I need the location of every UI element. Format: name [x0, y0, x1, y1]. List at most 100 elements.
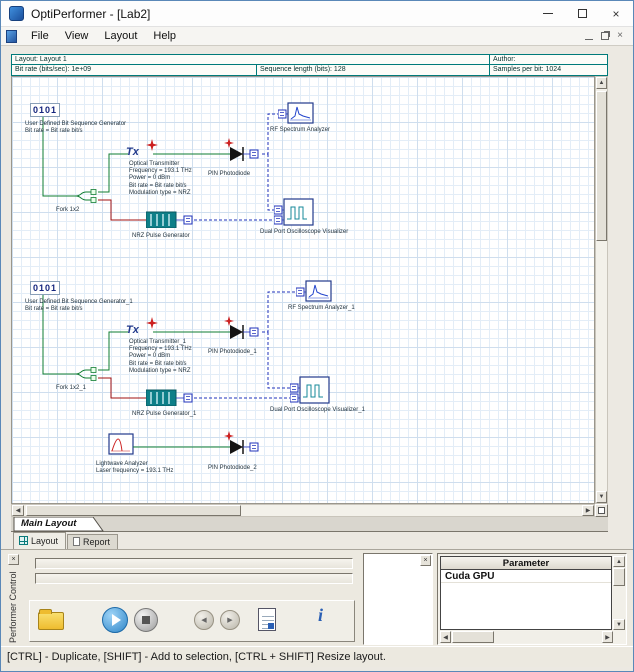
param-vertical-thumb[interactable] — [613, 568, 625, 586]
tab-report[interactable]: Report — [67, 534, 119, 549]
close-button[interactable]: × — [612, 6, 620, 21]
menu-help[interactable]: Help — [153, 30, 177, 42]
mdi-close-button[interactable]: × — [617, 30, 623, 41]
param-scroll-down-button[interactable]: ▼ — [613, 619, 625, 630]
parameter-header: Parameter — [441, 557, 611, 570]
nrz-pulse-generator-1-icon[interactable] — [145, 388, 196, 411]
minimize-button[interactable] — [531, 3, 565, 25]
lightwave-analyzer-icon[interactable] — [108, 433, 139, 462]
bit-sequence-generator-1-icon[interactable]: 0101 — [30, 278, 61, 296]
component-label: Fork 1x2 — [56, 207, 80, 213]
parameter-table: Parameter Cuda GPU — [440, 556, 612, 630]
component-label: Dual Port Oscilloscope Visualizer_1 — [270, 407, 365, 413]
play-button[interactable] — [102, 607, 128, 633]
navigator-page-icon — [598, 507, 605, 514]
next-button[interactable]: ▶ — [220, 610, 240, 630]
pin-photodiode-2-icon[interactable] — [215, 430, 262, 466]
next-icon: ▶ — [220, 610, 240, 630]
sequence-length-cell: Sequence length (bits): 128 — [257, 65, 490, 75]
menu-file[interactable]: File — [31, 30, 49, 42]
rf-spectrum-analyzer-1-icon[interactable] — [295, 280, 332, 307]
mdi-minimize-icon — [585, 39, 594, 40]
performer-control-strip: × Performer Control — [7, 553, 23, 645]
layout-grid-icon — [19, 536, 28, 545]
tab-layout[interactable]: Layout — [13, 532, 67, 549]
stop-button[interactable] — [134, 608, 158, 632]
param-horizontal-thumb[interactable] — [452, 631, 494, 643]
nrz-pulse-generator-icon[interactable] — [145, 210, 196, 233]
pin-photodiode-1-icon[interactable] — [215, 315, 262, 351]
previous-button[interactable]: ◀ — [194, 610, 214, 630]
rf-spectrum-analyzer-icon[interactable] — [277, 102, 314, 129]
document-icon — [6, 29, 17, 43]
preview-close-button[interactable]: × — [420, 555, 431, 566]
stop-icon — [134, 608, 158, 632]
scroll-left-button[interactable]: ◀ — [12, 505, 24, 516]
component-label: RF Spectrum Analyzer_1 — [288, 305, 355, 311]
report-button[interactable] — [258, 608, 276, 631]
schematic-canvas[interactable]: 0101 Tx 0101 Tx User Defined Bit Sequenc… — [11, 76, 595, 504]
panel-close-button[interactable]: × — [8, 554, 19, 565]
optical-transmitter-1-icon[interactable]: Tx — [124, 317, 158, 341]
bit-sequence-generator-icon[interactable]: 0101 — [30, 100, 61, 118]
sheet-tab-shape — [13, 517, 104, 532]
layout-navigator-button[interactable] — [595, 504, 608, 517]
progress-bar-current — [35, 573, 353, 584]
samples-per-bit-cell: Samples per bit: 1024 — [493, 66, 562, 73]
status-bar: [CTRL] - Duplicate, [SHIFT] - Add to sel… — [1, 646, 633, 667]
scroll-right-button[interactable]: ▶ — [582, 505, 594, 516]
component-label: PIN Photodiode — [208, 171, 251, 177]
mdi-restore-button[interactable] — [601, 27, 610, 45]
laser-star-icon — [146, 139, 158, 151]
pin-photodiode-icon[interactable] — [215, 137, 262, 173]
laser-star-icon — [146, 317, 158, 329]
app-logo-icon — [9, 6, 24, 21]
tab-main-layout[interactable]: Main Layout — [21, 518, 77, 529]
vertical-scroll-thumb[interactable] — [596, 91, 607, 241]
canvas-vertical-scrollbar[interactable]: ▲ ▼ — [595, 76, 608, 504]
component-label: PIN Photodiode_2 — [208, 465, 257, 471]
report-document-icon — [258, 608, 276, 631]
fork-1-icon[interactable] — [69, 366, 98, 387]
parameter-horizontal-scrollbar[interactable]: ◀ ▶ — [440, 631, 613, 643]
report-page-icon — [73, 537, 81, 546]
performer-toolbar: ◀ ▶ i — [29, 600, 355, 642]
mdi-minimize-button[interactable] — [585, 27, 594, 45]
param-scroll-left-button[interactable]: ◀ — [440, 631, 451, 643]
component-label: Dual Port Oscilloscope Visualizer — [260, 229, 349, 235]
horizontal-scroll-thumb[interactable] — [26, 505, 241, 516]
maximize-button[interactable] — [565, 3, 599, 25]
performer-control-panel: × Performer Control ◀ ▶ i × Parameter Cu… — [1, 549, 633, 646]
scroll-down-button[interactable]: ▼ — [596, 491, 607, 503]
optical-transmitter-icon[interactable]: Tx — [124, 139, 158, 163]
bit-rate-cell: Bit rate (bits/sec): 1e+09 — [12, 65, 257, 75]
window-title: OptiPerformer - [Lab2] — [31, 6, 151, 21]
scroll-up-button[interactable]: ▲ — [596, 77, 607, 89]
dual-port-oscilloscope-1-icon[interactable] — [289, 376, 330, 409]
sheet-tab-bar: Main Layout — [11, 517, 608, 532]
layout-info-bar: Layout: Layout 1 Author: Bit rate (bits/… — [11, 54, 608, 76]
info-button[interactable]: i — [318, 605, 323, 626]
param-scroll-up-button[interactable]: ▲ — [613, 556, 625, 567]
menu-view[interactable]: View — [64, 30, 89, 42]
parameter-row-cuda-gpu[interactable]: Cuda GPU — [441, 570, 611, 583]
play-icon — [102, 607, 128, 633]
open-button[interactable] — [38, 607, 64, 630]
canvas-horizontal-scrollbar[interactable]: ◀ ▶ — [11, 504, 595, 517]
layout-name-cell: Layout: Layout 1 — [12, 55, 490, 64]
performer-control-label: Performer Control — [8, 571, 18, 643]
minimize-icon — [543, 13, 553, 14]
progress-bar-total — [35, 558, 353, 569]
menu-bar: File View Layout Help × — [1, 27, 633, 46]
fork-icon[interactable] — [69, 188, 98, 209]
param-scroll-right-button[interactable]: ▶ — [602, 631, 613, 643]
dual-port-oscilloscope-icon[interactable] — [273, 198, 314, 231]
parameter-vertical-scrollbar[interactable]: ▲ ▼ — [613, 556, 625, 630]
menu-layout[interactable]: Layout — [104, 30, 138, 42]
